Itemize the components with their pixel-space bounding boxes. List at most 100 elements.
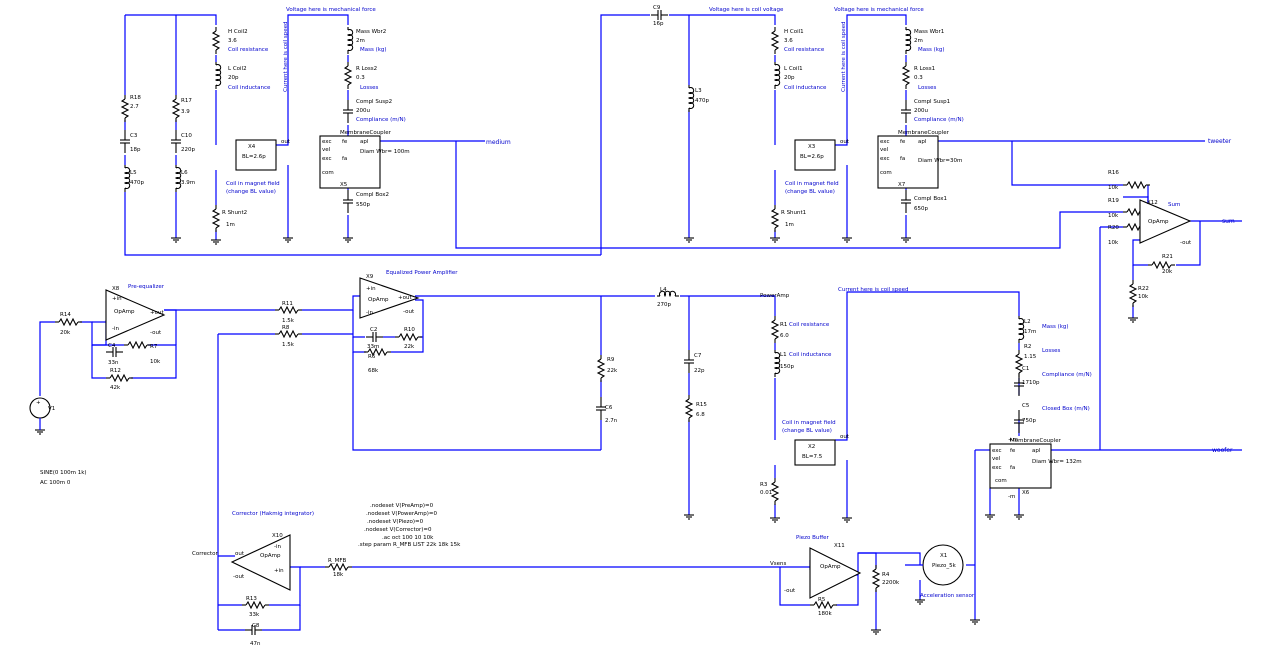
label-components-fe: fe <box>342 139 348 145</box>
label-components-mout: -out <box>233 574 245 580</box>
label-components-x6: X6 <box>1022 490 1030 496</box>
label-labels-compliance: Compliance (m/N) <box>356 117 406 123</box>
label-components-r7-v: 10k <box>150 359 161 365</box>
label-components-mout: -out <box>150 330 162 336</box>
label-components-exc: exc <box>880 156 889 162</box>
label-components-l2-v: 17m <box>1024 329 1036 335</box>
label-labels-ac: AC 100m 0 <box>40 480 71 486</box>
label-labels-directives-4: .ac oct 100 10 10k <box>382 535 434 541</box>
label-components-mout: -out <box>403 309 415 315</box>
label-components-apl: apl <box>360 139 369 145</box>
label-components-fa: fa <box>342 156 347 162</box>
label-components-rloss1-v: 0.3 <box>914 75 923 81</box>
label-components-x10: X10 <box>272 533 283 539</box>
net-medium: medium <box>486 139 511 146</box>
label-components-pin: +in <box>274 568 284 574</box>
label-components-r5-v: 180k <box>818 611 832 617</box>
opamp-x9 <box>359 277 420 319</box>
net-woofer: woofer <box>1212 447 1233 454</box>
label-components-c8: C8 <box>252 623 260 629</box>
label-components-rloss2-v: 0.3 <box>356 75 365 81</box>
opamp-x11 <box>809 547 862 599</box>
label-components-c10-v: 220p <box>181 147 195 153</box>
label-components-shunt2-v: 1m <box>226 222 235 228</box>
label-components-c9-v: 16p <box>653 21 664 27</box>
label-components-r16-v: 10k <box>1108 185 1119 191</box>
label-components-r22: R22 <box>1138 286 1149 292</box>
label-components-pin: +in <box>112 296 122 302</box>
net-vsens: Vsens <box>770 561 786 567</box>
label-components-com: com <box>995 478 1007 484</box>
label-labels-coil-magnet-l: Coil in magnet field <box>226 181 280 187</box>
label-components-x2-v: BL=7.5 <box>802 454 823 460</box>
label-components-x8: X8 <box>112 286 120 292</box>
label-components-lcoil1-v: 20p <box>784 75 795 81</box>
net-power-amp: PowerAmp <box>760 293 790 299</box>
label-components-pm: +m <box>1008 437 1018 443</box>
label-components-r1-v: 6.0 <box>780 333 789 339</box>
label-eq-power-amp: Equalized Power Amplifier <box>386 270 458 276</box>
label-components-c8-v: 47n <box>250 641 261 647</box>
label-components-coil1-v: 3.6 <box>784 38 793 44</box>
label-components-fe: fe <box>1010 448 1016 454</box>
label-labels-coil-magnet-b: Coil in magnet field <box>782 420 836 426</box>
label-components-r13-v: 33k <box>249 612 260 618</box>
label-components-min: -in <box>274 544 282 550</box>
label-components-r12: R12 <box>110 368 121 374</box>
label-components-coil2-v: 3.6 <box>228 38 237 44</box>
label-components-l5: L5 <box>130 170 137 176</box>
label-labels-coil-inductance: Coil inductance <box>789 352 832 358</box>
label-components-r8-v: 1.5k <box>282 342 295 348</box>
label-components-c3: C3 <box>130 133 138 139</box>
label-components-r8: R8 <box>282 325 290 331</box>
labels: Voltage here is mechanical force Current… <box>40 5 1235 647</box>
label-labels-directives-1: .nodeset V(PowerAmp)=0 <box>366 511 438 517</box>
label-labels-losses: Losses <box>1042 348 1060 354</box>
label-components-masswbr2: Mass Wbr2 <box>356 29 386 35</box>
label-components-com: com <box>322 170 334 176</box>
label-components-csusp1-v: 200u <box>914 108 928 114</box>
label-labels-coil-magnet-l2: (change BL value) <box>226 189 276 195</box>
label-components-l5-v: 470p <box>130 180 144 186</box>
label-components-exc: exc <box>992 448 1001 454</box>
label-components-masswbr2-v: 2m <box>356 38 365 44</box>
opamp-x12 <box>1139 199 1192 244</box>
label-components-l1: L1 <box>780 352 787 358</box>
label-components-x5: X5 <box>340 182 348 188</box>
label-components-c6: C6 <box>605 405 613 411</box>
label-components-x4-v: BL=2.6p <box>242 154 266 160</box>
label-sum: Sum <box>1168 202 1180 208</box>
label-components-opamp: OpAmp <box>1148 219 1169 225</box>
label-labels-coil-magnet-b2: (change BL value) <box>782 428 832 434</box>
label-labels-closed-box: Closed Box (m/N) <box>1042 406 1090 412</box>
label-components-opamp: OpAmp <box>368 297 389 303</box>
label-components-x3-v: BL=2.6p <box>800 154 824 160</box>
label-components-masswbr1: Mass Wbr1 <box>914 29 944 35</box>
label-components-pout: +out <box>150 310 164 316</box>
label-labels-coil-magnet-r2: (change BL value) <box>785 189 835 195</box>
label-labels-coil-inductance: Coil inductance <box>784 85 827 91</box>
label-components-r15-v: 6.8 <box>696 412 705 418</box>
label-components-cbox1-v: 650p <box>914 206 928 212</box>
label-components-r18-v: 2.7 <box>130 104 139 110</box>
label-components-c3-v: 18p <box>130 147 141 153</box>
label-components-out: out <box>235 551 245 557</box>
label-labels-directives-2: .nodeset V(Piezo)=0 <box>367 519 424 525</box>
label-components-r4: R4 <box>882 572 890 578</box>
label-current-coil-speed-right: Current here is coil speed <box>841 22 847 93</box>
net-tweeter: tweeter <box>1208 138 1232 145</box>
label-components-r16: R16 <box>1108 170 1119 176</box>
label-components-r22-v: 10k <box>1138 294 1149 300</box>
label-components-vel: vel <box>992 456 1001 462</box>
label-components-mout: -out <box>784 588 796 594</box>
net-sum: sum <box>1222 218 1235 225</box>
label-labels-compliance: Compliance (m/N) <box>914 117 964 123</box>
label-components-cbox2-v: 550p <box>356 202 370 208</box>
label-components-r19: R19 <box>1108 198 1119 204</box>
label-components-min: -in <box>366 310 374 316</box>
label-components-r3: R3 <box>760 482 768 488</box>
label-components-lcoil2-v: 20p <box>228 75 239 81</box>
label-components-opamp: OpAmp <box>820 564 841 570</box>
label-components-r2: R2 <box>1024 344 1031 350</box>
label-components-c7: C7 <box>694 353 702 359</box>
